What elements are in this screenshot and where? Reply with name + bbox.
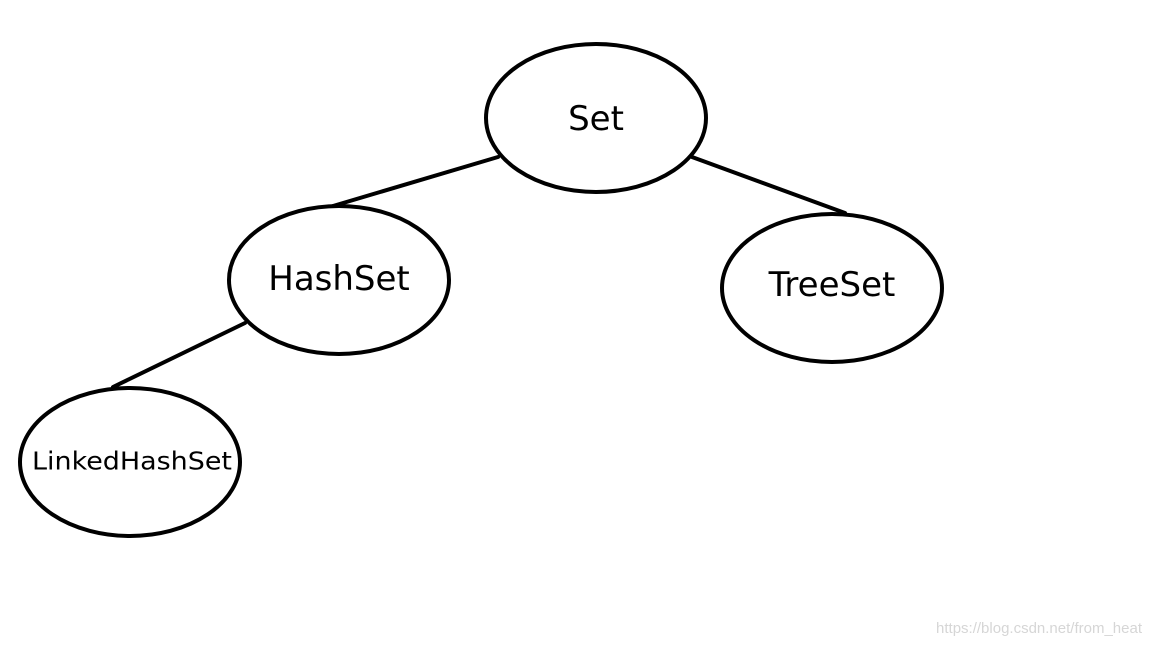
node-linkedhashset-label: LinkedHashSet (32, 447, 232, 476)
node-set-shape (484, 42, 708, 194)
node-hashset-label: HashSet (268, 259, 410, 299)
watermark: https://blog.csdn.net/from_heat (936, 620, 1142, 637)
node-treeset-label: TreeSet (768, 265, 896, 305)
node-hashset: HashSet (227, 204, 451, 356)
node-set: Set (484, 42, 708, 194)
node-linkedhashset: LinkedHashSet (18, 386, 242, 538)
edge-set-treeset (690, 155, 847, 215)
edge-hashset-linkedhashset (111, 321, 247, 389)
node-treeset-shape (720, 212, 944, 364)
node-linkedhashset-shape (18, 386, 242, 538)
node-treeset: TreeSet (720, 212, 944, 364)
edge-set-hashset (331, 155, 500, 208)
node-set-label: Set (568, 99, 624, 139)
node-hashset-shape (227, 204, 451, 356)
